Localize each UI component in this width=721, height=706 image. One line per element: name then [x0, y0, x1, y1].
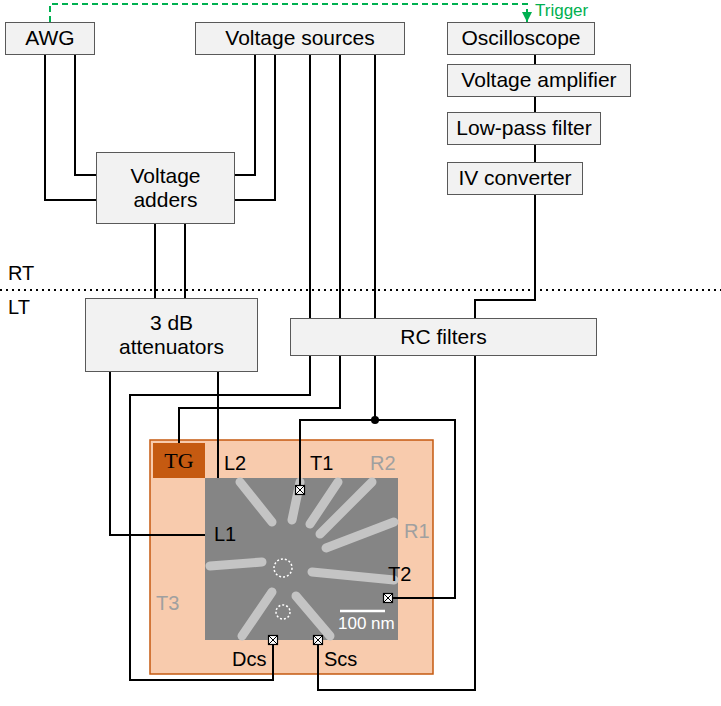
signal-wire: [45, 55, 96, 200]
signal-wire: [154, 224, 156, 298]
trigger-label: Trigger: [533, 1, 590, 21]
chip-wires: [110, 356, 475, 690]
contact-square: [269, 636, 278, 645]
gate-electrode: [210, 562, 262, 566]
wire: [374, 356, 376, 420]
scale-label: 100 nm: [338, 614, 395, 634]
contact-name: Dcs: [232, 648, 266, 671]
instrument-box: Voltage amplifier: [447, 64, 631, 97]
signal-wire: [235, 55, 255, 175]
gate-electrode: [312, 572, 394, 580]
box-text: Voltage adders: [111, 164, 221, 212]
junction-dot: [371, 416, 379, 424]
wire: [217, 372, 219, 478]
gate-electrode: [320, 482, 372, 534]
box-text: 3 dB attenuators: [112, 311, 232, 359]
gate-electrode: [240, 482, 272, 522]
gate-electrodes: [210, 482, 394, 636]
contact-cross: [384, 594, 393, 603]
gate-electrode: [326, 522, 394, 548]
trigger-line: [50, 4, 527, 22]
sensor-dot: [276, 605, 290, 619]
signal-wire: [534, 55, 536, 64]
signal-wire: [374, 55, 376, 318]
signal-wire: [235, 55, 275, 200]
box-text: Low-pass filter: [456, 116, 591, 140]
gate-name: R1: [404, 520, 430, 543]
box-text: IV converter: [458, 166, 571, 190]
contact-cross: [314, 636, 323, 645]
sem-image: [205, 478, 398, 640]
signal-wire: [75, 55, 96, 175]
signal-wire: [534, 145, 536, 162]
top-gate: TG: [153, 443, 205, 478]
contact-square: [296, 486, 305, 495]
contact-square: [384, 594, 393, 603]
temperature-zone: RT: [8, 262, 34, 285]
gate-name: T3: [156, 592, 179, 615]
wire: [110, 372, 205, 535]
gate-name: T1: [310, 452, 333, 475]
wire: [300, 420, 455, 598]
rt-lt-divider: [0, 289, 721, 291]
instrument-box: Low-pass filter: [447, 112, 601, 145]
sample-chip: [150, 440, 433, 674]
ohmic-contact: [269, 636, 278, 645]
signal-wire: [475, 195, 535, 318]
signal-wire: [339, 55, 341, 318]
instrument-box: IV converter: [447, 162, 583, 195]
signal-wire: [534, 97, 536, 112]
box-text: Voltage sources: [225, 26, 374, 50]
contact-name: Scs: [324, 648, 357, 671]
ohmic-contact: [314, 636, 323, 645]
quantum-dot: [274, 559, 292, 577]
instrument-box: Voltage sources: [195, 22, 405, 55]
gate-name: T2: [388, 563, 411, 586]
instrument-box: AWG: [5, 22, 95, 55]
gate-name: R2: [370, 452, 396, 475]
instrument-box: 3 dB attenuators: [85, 298, 258, 372]
ohmic-contact: [384, 594, 393, 603]
gate-electrode: [242, 592, 272, 636]
contact-cross: [269, 636, 278, 645]
box-text: Voltage amplifier: [461, 68, 616, 92]
instrument-box: Voltage adders: [96, 152, 235, 224]
instrument-box: Oscilloscope: [447, 22, 595, 55]
box-text: AWG: [25, 26, 74, 50]
wire: [130, 356, 310, 680]
wire: [318, 356, 475, 690]
temperature-zone: LT: [8, 296, 30, 319]
signal-wire: [309, 55, 311, 318]
filter-box: RC filters: [290, 318, 597, 356]
signal-wire: [184, 224, 186, 298]
gate-name: L1: [214, 523, 236, 546]
scale-bar: [340, 610, 385, 613]
contact-cross: [296, 486, 305, 495]
box-text: RC filters: [400, 325, 486, 349]
gate-electrode: [296, 596, 330, 636]
box-text: TG: [164, 448, 193, 473]
ohmic-contact: [296, 486, 305, 495]
contact-square: [314, 636, 323, 645]
box-text: Oscilloscope: [461, 26, 580, 50]
gate-name: L2: [224, 452, 246, 475]
